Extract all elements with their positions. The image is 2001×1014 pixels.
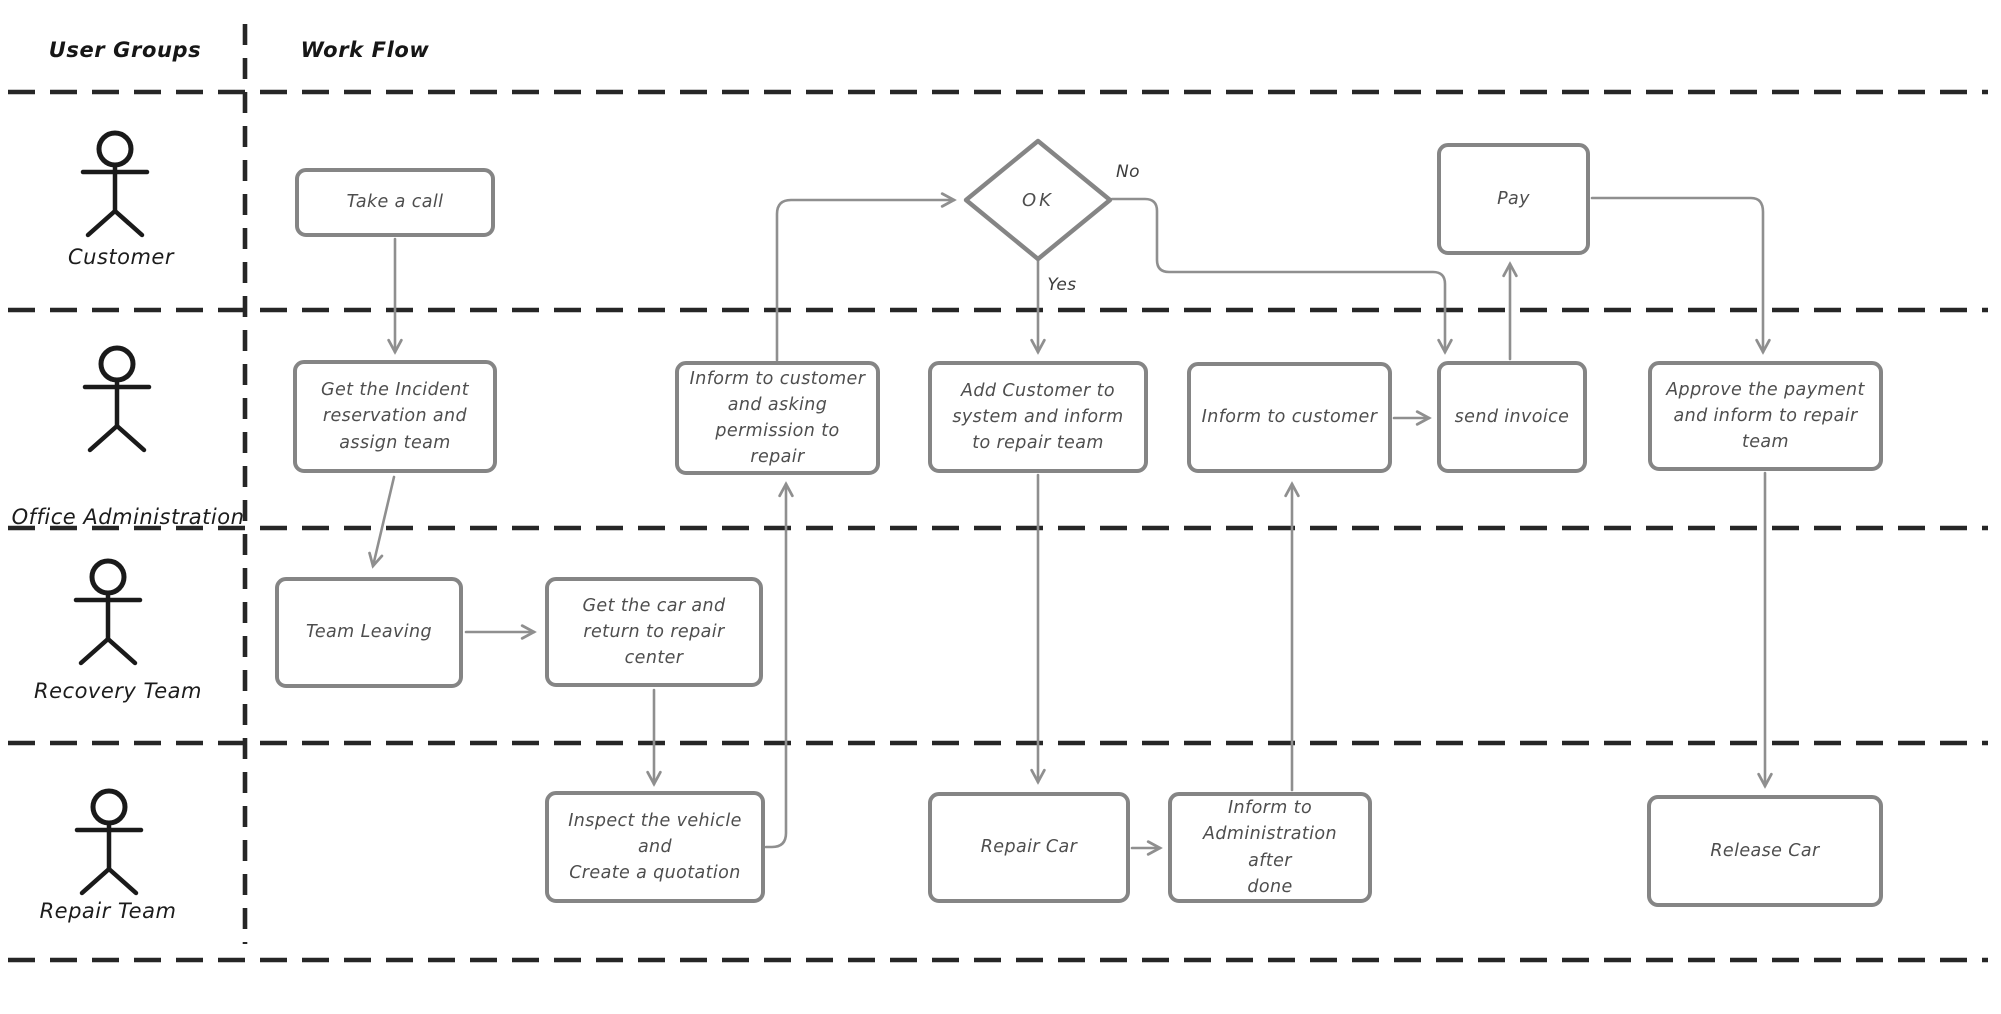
node-inform-admin-label: Inform to Administration after done [1203, 798, 1337, 897]
node-inform-customer-label: Inform to customer [1201, 407, 1378, 428]
actor-office-administration-icon [82, 345, 152, 453]
node-inform-admin: Inform to Administration after done [1168, 792, 1372, 903]
node-get-incident-label: Get the Incident reservation and assign … [321, 380, 469, 453]
node-take-a-call-label: Take a call [346, 192, 444, 213]
lane-label-repair-team: Repair Team [39, 899, 177, 923]
node-team-leaving: Team Leaving [275, 577, 463, 688]
node-release-car-label: Release Car [1710, 840, 1820, 861]
node-inspect-vehicle-label: Inspect the vehicle and Create a quotati… [568, 810, 742, 884]
node-ok-decision-label: OK [1022, 189, 1054, 211]
node-approve-payment-label: Approve the payment and inform to repair… [1666, 379, 1865, 453]
edge-label-yes: Yes [1047, 275, 1077, 295]
column-title-work-flow: Work Flow [300, 38, 430, 62]
connectors [368, 192, 1773, 856]
node-send-invoice: send invoice [1437, 361, 1587, 473]
connector-inspect-to-inform-permission [764, 481, 794, 849]
node-repair-car-label: Repair Car [980, 837, 1078, 858]
connector-get-incident-to-team-leaving [368, 475, 396, 569]
node-team-leaving-label: Team Leaving [305, 622, 433, 643]
node-get-incident: Get the Incident reservation and assign … [293, 360, 497, 473]
node-send-invoice-label: send invoice [1454, 406, 1570, 427]
lane-dividers [8, 24, 1988, 963]
node-get-car: Get the car and return to repair center [545, 577, 763, 687]
actor-repair-team-icon [74, 788, 144, 896]
connector-pay-to-approve-payment [1590, 196, 1771, 355]
lane-label-recovery-team: Recovery Team [34, 679, 202, 703]
lane-label-office-administration: Office Administration [11, 505, 245, 529]
connector-inform-permission-to-ok [775, 192, 957, 362]
actor-recovery-team-icon [73, 558, 143, 666]
node-add-customer-label: Add Customer to system and inform to rep… [952, 380, 1124, 454]
node-inspect-vehicle: Inspect the vehicle and Create a quotati… [545, 791, 765, 903]
node-pay-label: Pay [1497, 188, 1530, 209]
node-approve-payment: Approve the payment and inform to repair… [1648, 361, 1883, 471]
node-inform-permission-label: Inform to customer and asking permission… [689, 368, 866, 468]
edge-label-no: No [1115, 162, 1141, 182]
node-repair-car: Repair Car [928, 792, 1130, 903]
column-title-user-groups: User Groups [48, 38, 202, 62]
connector-ok-no-to-send-invoice [1110, 197, 1453, 355]
node-add-customer: Add Customer to system and inform to rep… [928, 361, 1148, 473]
node-get-car-label: Get the car and return to repair center [582, 595, 726, 669]
lane-label-customer: Customer [67, 245, 174, 269]
node-inform-customer: Inform to customer [1187, 362, 1392, 473]
node-release-car: Release Car [1647, 795, 1883, 907]
actor-customer-icon [80, 130, 150, 238]
node-take-a-call: Take a call [295, 168, 495, 237]
node-inform-permission: Inform to customer and asking permission… [675, 361, 880, 475]
decision-diamond-shape [963, 138, 1113, 262]
node-pay: Pay [1437, 143, 1590, 255]
